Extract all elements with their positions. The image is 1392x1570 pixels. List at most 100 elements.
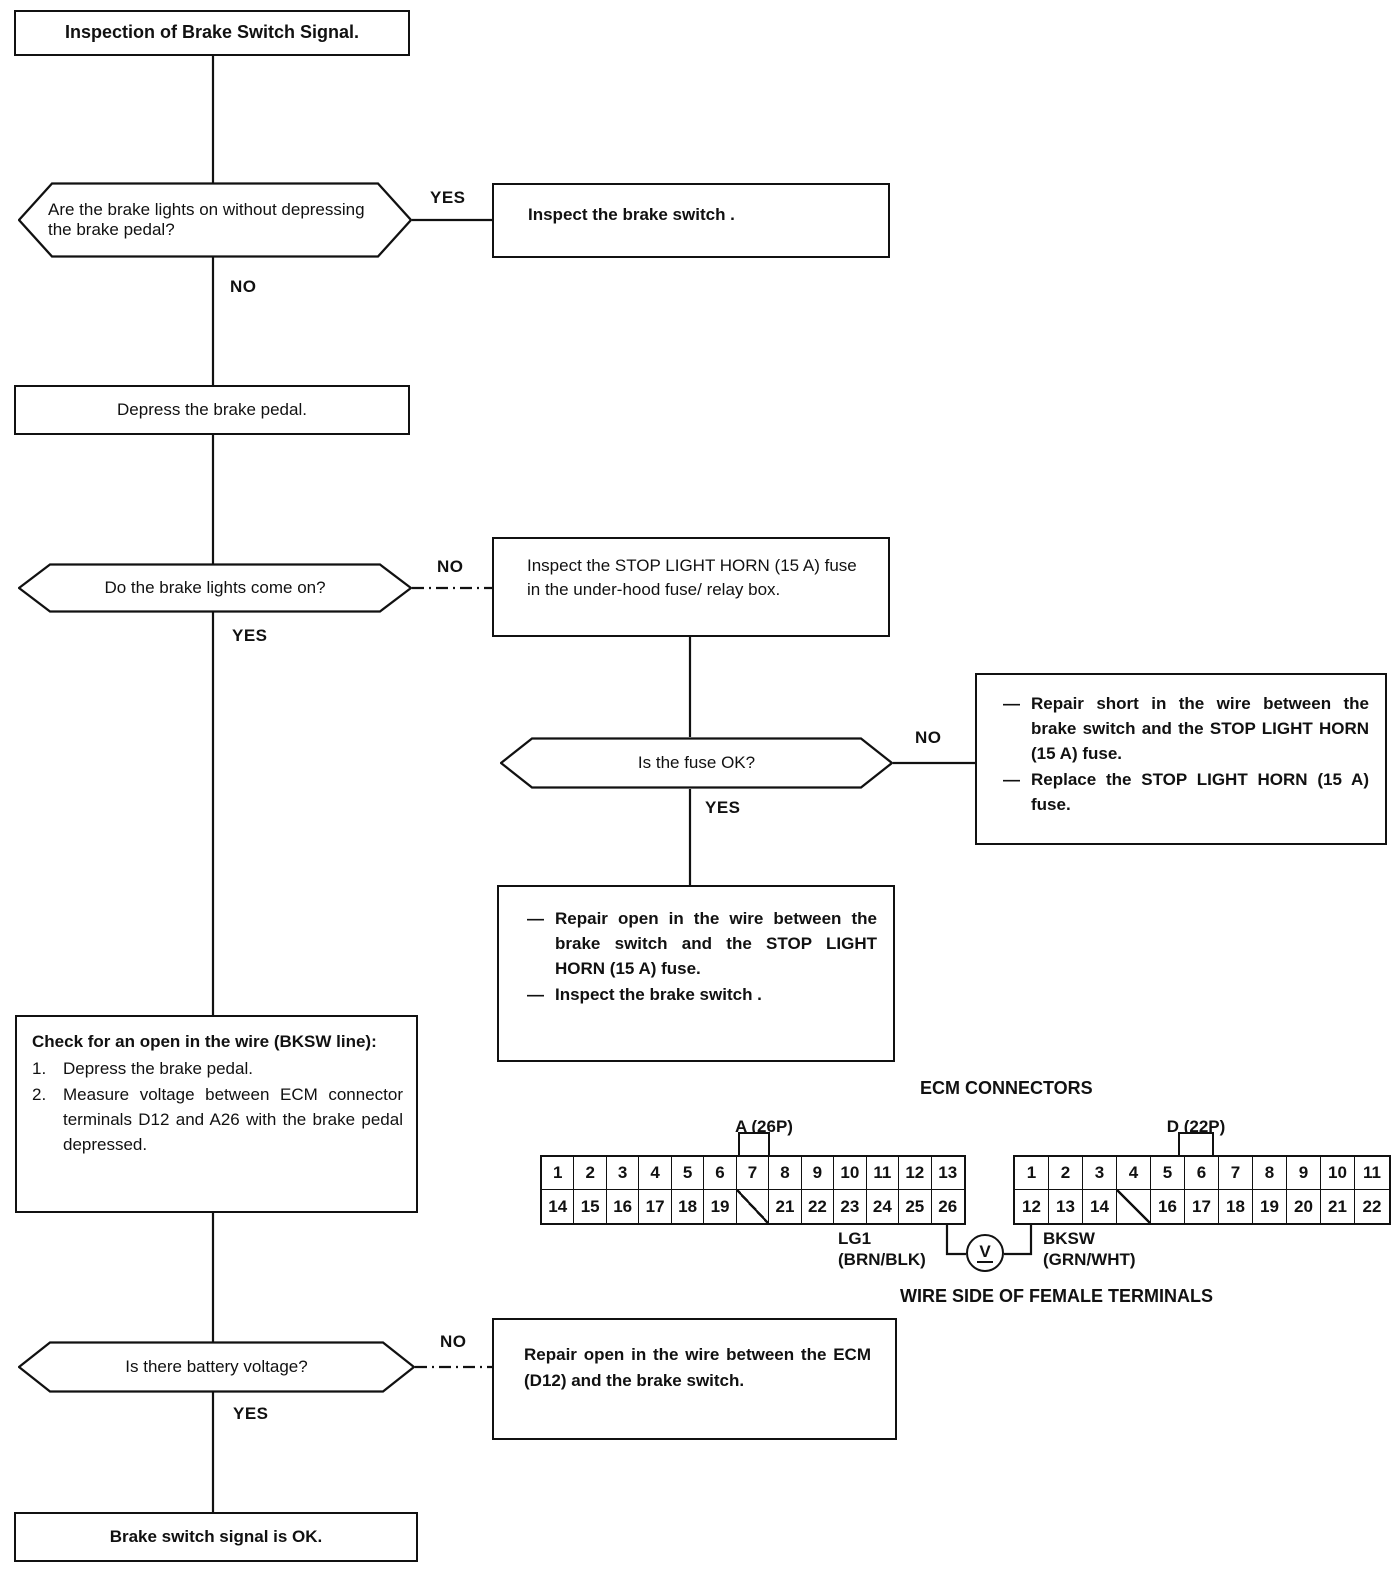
- decision-battery-voltage: Is there battery voltage?: [18, 1341, 415, 1393]
- connector-d-label: D (22P): [1166, 1117, 1226, 1136]
- connector-pin: [736, 1190, 770, 1223]
- wire-side-footer: WIRE SIDE OF FEMALE TERMINALS: [900, 1286, 1213, 1306]
- yes-label: YES: [232, 626, 268, 645]
- connector-pin: 1: [542, 1157, 575, 1190]
- probe-d12-wire: [1004, 1225, 1033, 1256]
- decision-text: Is the fuse OK?: [637, 753, 756, 772]
- list-item: — Replace the STOP LIGHT HORN (15 A) fus…: [1003, 768, 1369, 818]
- connector-pin: 2: [574, 1157, 607, 1190]
- wire-name: BKSW: [1043, 1229, 1095, 1248]
- connector-pin: 22: [802, 1190, 835, 1223]
- wire-color: (GRN/WHT): [1043, 1250, 1136, 1270]
- list-item: — Repair short in the wire between the b…: [1003, 692, 1369, 766]
- hexagon-shape: [18, 182, 412, 258]
- action-inspect-fuse-box: Inspect the STOP LIGHT HORN (15 A) fuse …: [492, 537, 890, 637]
- connector-pin: 12: [1015, 1190, 1049, 1223]
- list-item: — Inspect the brake switch .: [527, 983, 877, 1008]
- connector-pin: 14: [542, 1190, 575, 1223]
- result-text: Repair open in the wire between the ECM …: [524, 1345, 871, 1390]
- connector-pin: 16: [1151, 1190, 1185, 1223]
- voltmeter-icon: V: [966, 1234, 1004, 1272]
- action-text: Inspect the brake switch .: [528, 205, 735, 224]
- numbered-item: 1. Depress the brake pedal.: [32, 1057, 403, 1082]
- connector-pin: 26: [938, 1196, 958, 1216]
- connector-d-key-tab: [1178, 1132, 1214, 1156]
- connector-pin: 12: [899, 1157, 932, 1190]
- item-text: Depress the brake pedal.: [63, 1058, 253, 1078]
- connector-pin: 9: [801, 1157, 835, 1190]
- yes-label: YES: [705, 798, 741, 817]
- connector-pin: 10: [1321, 1157, 1355, 1190]
- connector-pin: 5: [1151, 1157, 1185, 1190]
- action-text: Inspect the STOP LIGHT HORN (15 A) fuse …: [527, 556, 857, 600]
- hexagon-shape: [18, 1341, 415, 1393]
- item-number: 2.: [32, 1085, 47, 1105]
- list-item-text: Repair open in the wire between the brak…: [555, 909, 877, 978]
- title-box: Inspection of Brake Switch Signal.: [14, 10, 410, 56]
- connector-pin: 18: [1219, 1190, 1253, 1223]
- no-label: NO: [437, 557, 464, 576]
- decision-text: Are the brake lights on without depressi…: [48, 200, 365, 239]
- dash-marker: —: [1003, 694, 1020, 713]
- no-label: NO: [230, 277, 257, 296]
- result-repair-short-box: — Repair short in the wire between the b…: [975, 673, 1387, 845]
- decision-text: Do the brake lights come on?: [104, 578, 326, 597]
- dash-marker: —: [527, 909, 544, 928]
- connector-pin: 13: [931, 1157, 964, 1190]
- item-text: Measure voltage between ECM connector te…: [63, 1085, 403, 1154]
- connector-pin: 19: [1253, 1190, 1287, 1223]
- connector-pin: 2: [1049, 1157, 1083, 1190]
- no-label: NO: [440, 1332, 467, 1351]
- connector-pin: 21: [1321, 1190, 1355, 1223]
- connector-pin: 4: [1117, 1157, 1151, 1190]
- wire-label-lg1: LG1 (BRN/BLK): [838, 1228, 926, 1271]
- connector-a-label: A (26P): [735, 1117, 793, 1136]
- connector-pin: 6: [704, 1157, 737, 1190]
- connector-pin: 14: [1083, 1190, 1117, 1223]
- final-text: Brake switch signal is OK.: [109, 1526, 323, 1546]
- list-item-text: Inspect the brake switch .: [555, 985, 762, 1005]
- result-repair-open-ecm-box: Repair open in the wire between the ECM …: [492, 1318, 897, 1440]
- wire-color: (BRN/BLK): [838, 1250, 926, 1270]
- connector-pin: 13: [1049, 1190, 1083, 1223]
- connector-pin: 15: [574, 1190, 607, 1223]
- connector-pin: 4: [639, 1157, 672, 1190]
- decision-brake-lights-on-without-pedal: Are the brake lights on without depressi…: [18, 182, 412, 258]
- list-item-text: Replace the STOP LIGHT HORN (15 A) fuse.: [1031, 770, 1369, 815]
- hexagon-shape: [500, 737, 893, 789]
- yes-label: YES: [430, 188, 466, 207]
- connector-pin: 16: [607, 1190, 640, 1223]
- connector-pin: 8: [1253, 1157, 1287, 1190]
- connector-pin: 7: [736, 1157, 770, 1190]
- step-text: Depress the brake pedal.: [117, 399, 307, 419]
- connector-pin: 23: [834, 1190, 867, 1223]
- connector-pin: 1: [1015, 1157, 1049, 1190]
- action-inspect-brake-switch-box: Inspect the brake switch .: [492, 183, 890, 258]
- connector-pin: 17: [1185, 1190, 1219, 1223]
- connector-pin: 9: [1287, 1157, 1321, 1190]
- list-item: — Repair open in the wire between the br…: [527, 907, 877, 981]
- check-open-wire-box: Check for an open in the wire (BKSW line…: [15, 1015, 418, 1213]
- connector-pin: 10: [834, 1157, 867, 1190]
- hexagon-shape: [18, 563, 412, 613]
- result-repair-open-fuse-box: — Repair open in the wire between the br…: [497, 885, 895, 1062]
- no-label: NO: [915, 728, 942, 747]
- connector-pin: 6: [1185, 1157, 1219, 1190]
- page-title: Inspection of Brake Switch Signal.: [64, 22, 360, 43]
- step-depress-brake-pedal-box: Depress the brake pedal.: [14, 385, 410, 435]
- connector-pin: 25: [899, 1190, 932, 1223]
- decision-fuse-ok: Is the fuse OK?: [500, 737, 893, 789]
- dash-marker: —: [527, 985, 544, 1005]
- connector-pin: [1117, 1190, 1151, 1223]
- connector-pin: 21: [769, 1190, 802, 1223]
- connector-pin: 19: [704, 1190, 737, 1223]
- ecm-connectors-heading: ECM CONNECTORS: [920, 1078, 1093, 1098]
- wire-name: LG1: [838, 1229, 872, 1248]
- connector-pin: 22: [1362, 1196, 1382, 1216]
- connector-pin: 3: [606, 1157, 640, 1190]
- connector-pin: 11: [1355, 1157, 1389, 1190]
